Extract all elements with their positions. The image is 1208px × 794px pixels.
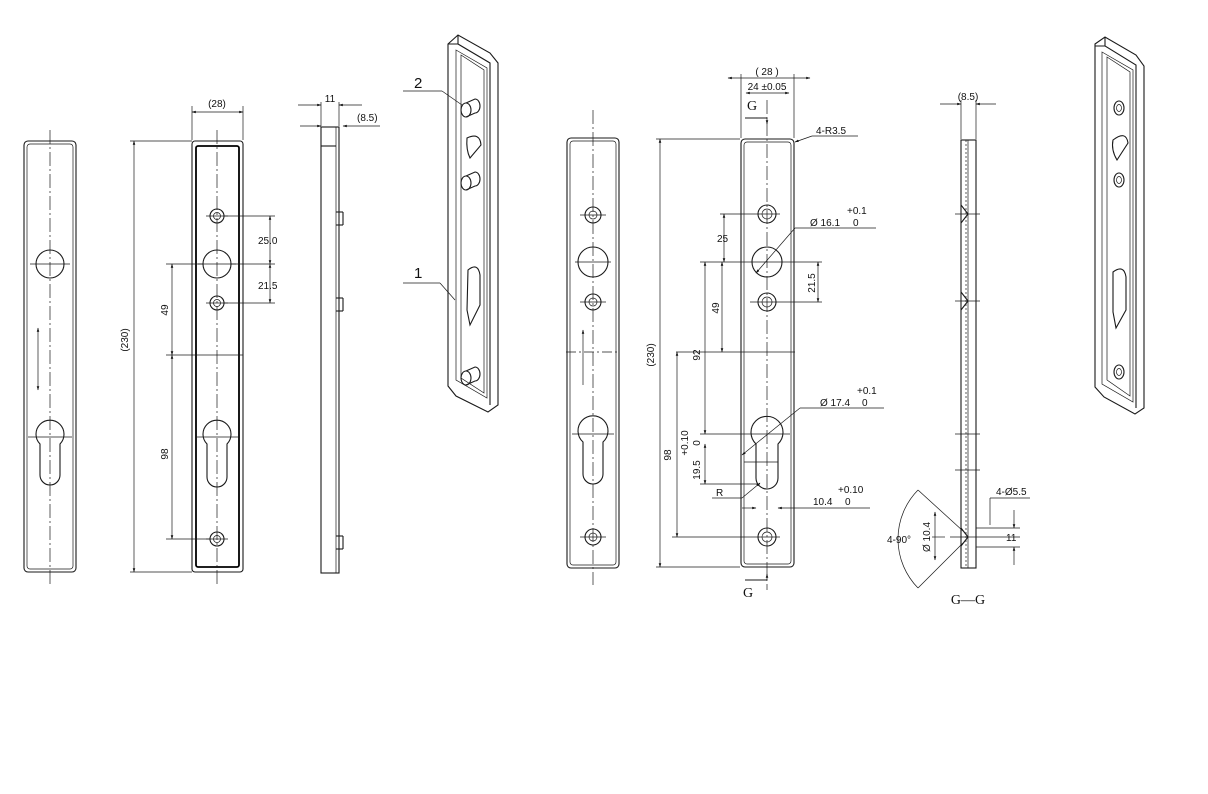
section-hole-1 — [955, 204, 980, 224]
keyhole-cutout — [196, 419, 238, 488]
plate-front-view-center — [566, 110, 620, 585]
callout-2: 2 — [414, 75, 422, 92]
dim-thickness: 11 — [325, 94, 336, 105]
section-offset: (8.5) — [958, 92, 979, 103]
iso-keyhole — [466, 266, 481, 327]
iso-right-hole-mid — [1113, 172, 1125, 188]
isometric-view-left: 2 1 — [403, 34, 499, 413]
dim-25: 25.0 — [258, 236, 278, 247]
dim-49-right: 49 — [711, 302, 722, 314]
section-mark-bottom: G — [743, 586, 753, 601]
hole-tol-lower-17-4: 0 — [862, 398, 868, 409]
section-hole-3 — [950, 527, 1020, 547]
slot-tol-lower: 0 — [692, 440, 703, 446]
iso-right-hole-bottom — [1113, 364, 1125, 380]
plate-front-view-plain — [23, 130, 77, 585]
dim-92: 92 — [692, 349, 703, 361]
hole-dia-label-17-4: Ø 17.4 — [820, 398, 850, 409]
hole-tol-upper-17-4: +0.1 — [857, 386, 877, 397]
dim-width-24: 24 ±0.05 — [748, 82, 787, 93]
iso-right-round-hole — [1111, 135, 1129, 162]
dim-height-230: (230) — [646, 343, 657, 366]
iso-right-keyhole — [1112, 268, 1127, 330]
isometric-view-right — [1094, 36, 1145, 415]
slot-width-tol-lower: 0 — [845, 497, 851, 508]
dim-19-5: 19.5 — [692, 460, 703, 480]
dim-width: (28) — [208, 99, 226, 110]
plate-side-view: 11 (8.5) — [298, 94, 380, 574]
dim-98: 98 — [160, 448, 171, 460]
plate-front-view-dimensioned: (28) (230) 25.0 21.5 49 98 — [120, 99, 278, 585]
hole-dia-16-1 — [700, 246, 822, 278]
plate-hole-round — [30, 249, 70, 279]
hole-tol-upper-16-1: +0.1 — [847, 206, 867, 217]
slot-width: 10.4 — [813, 497, 833, 508]
hole-tol-lower-16-1: 0 — [853, 218, 859, 229]
slot-width-tol-upper: +0.10 — [838, 485, 864, 496]
csk-diameter: Ø 10.4 — [922, 522, 933, 552]
corner-radius: 4-R3.5 — [816, 126, 846, 137]
dim-25-right: 25 — [717, 234, 729, 245]
radius-label: R — [716, 488, 723, 499]
iso-standoff-top — [460, 98, 481, 118]
dim-21-5-right: 21.5 — [807, 273, 818, 293]
dim-21-5: 21.5 — [258, 281, 278, 292]
section-hole-2 — [955, 291, 980, 311]
section-title: G—G — [951, 593, 985, 608]
plate-hole-keyhole — [28, 419, 72, 486]
section-mark-top: G — [747, 99, 757, 114]
section-holes: 4-Ø5.5 — [996, 487, 1027, 498]
csk-angle: 4-90° — [887, 535, 911, 546]
slot-tol-upper: +0.10 — [680, 430, 691, 456]
dim-98-right: 98 — [663, 449, 674, 461]
dim-width-28: ( 28 ) — [755, 67, 778, 78]
iso-right-hole-top — [1113, 100, 1125, 116]
plate-front-view-detailed: ( 28 ) 24 ±0.05 G G 4-R3.5 (230) Ø 16.1 … — [646, 67, 884, 601]
section-thickness: 11 — [1006, 533, 1017, 544]
iso-round-hole — [466, 135, 482, 159]
section-view-g-g: (8.5) 4-Ø5.5 11 Ø 10.4 4-90° G—G — [887, 92, 1030, 608]
dim-offset: (8.5) — [357, 113, 378, 124]
dim-height: (230) — [120, 328, 131, 351]
iso-standoff-bottom — [460, 366, 481, 386]
iso-standoff-mid — [460, 171, 481, 191]
hole-dia-label-16-1: Ø 16.1 — [810, 218, 840, 229]
callout-1: 1 — [414, 265, 422, 282]
dim-49: 49 — [160, 304, 171, 316]
keyhole-dia-17-4 — [700, 415, 790, 490]
